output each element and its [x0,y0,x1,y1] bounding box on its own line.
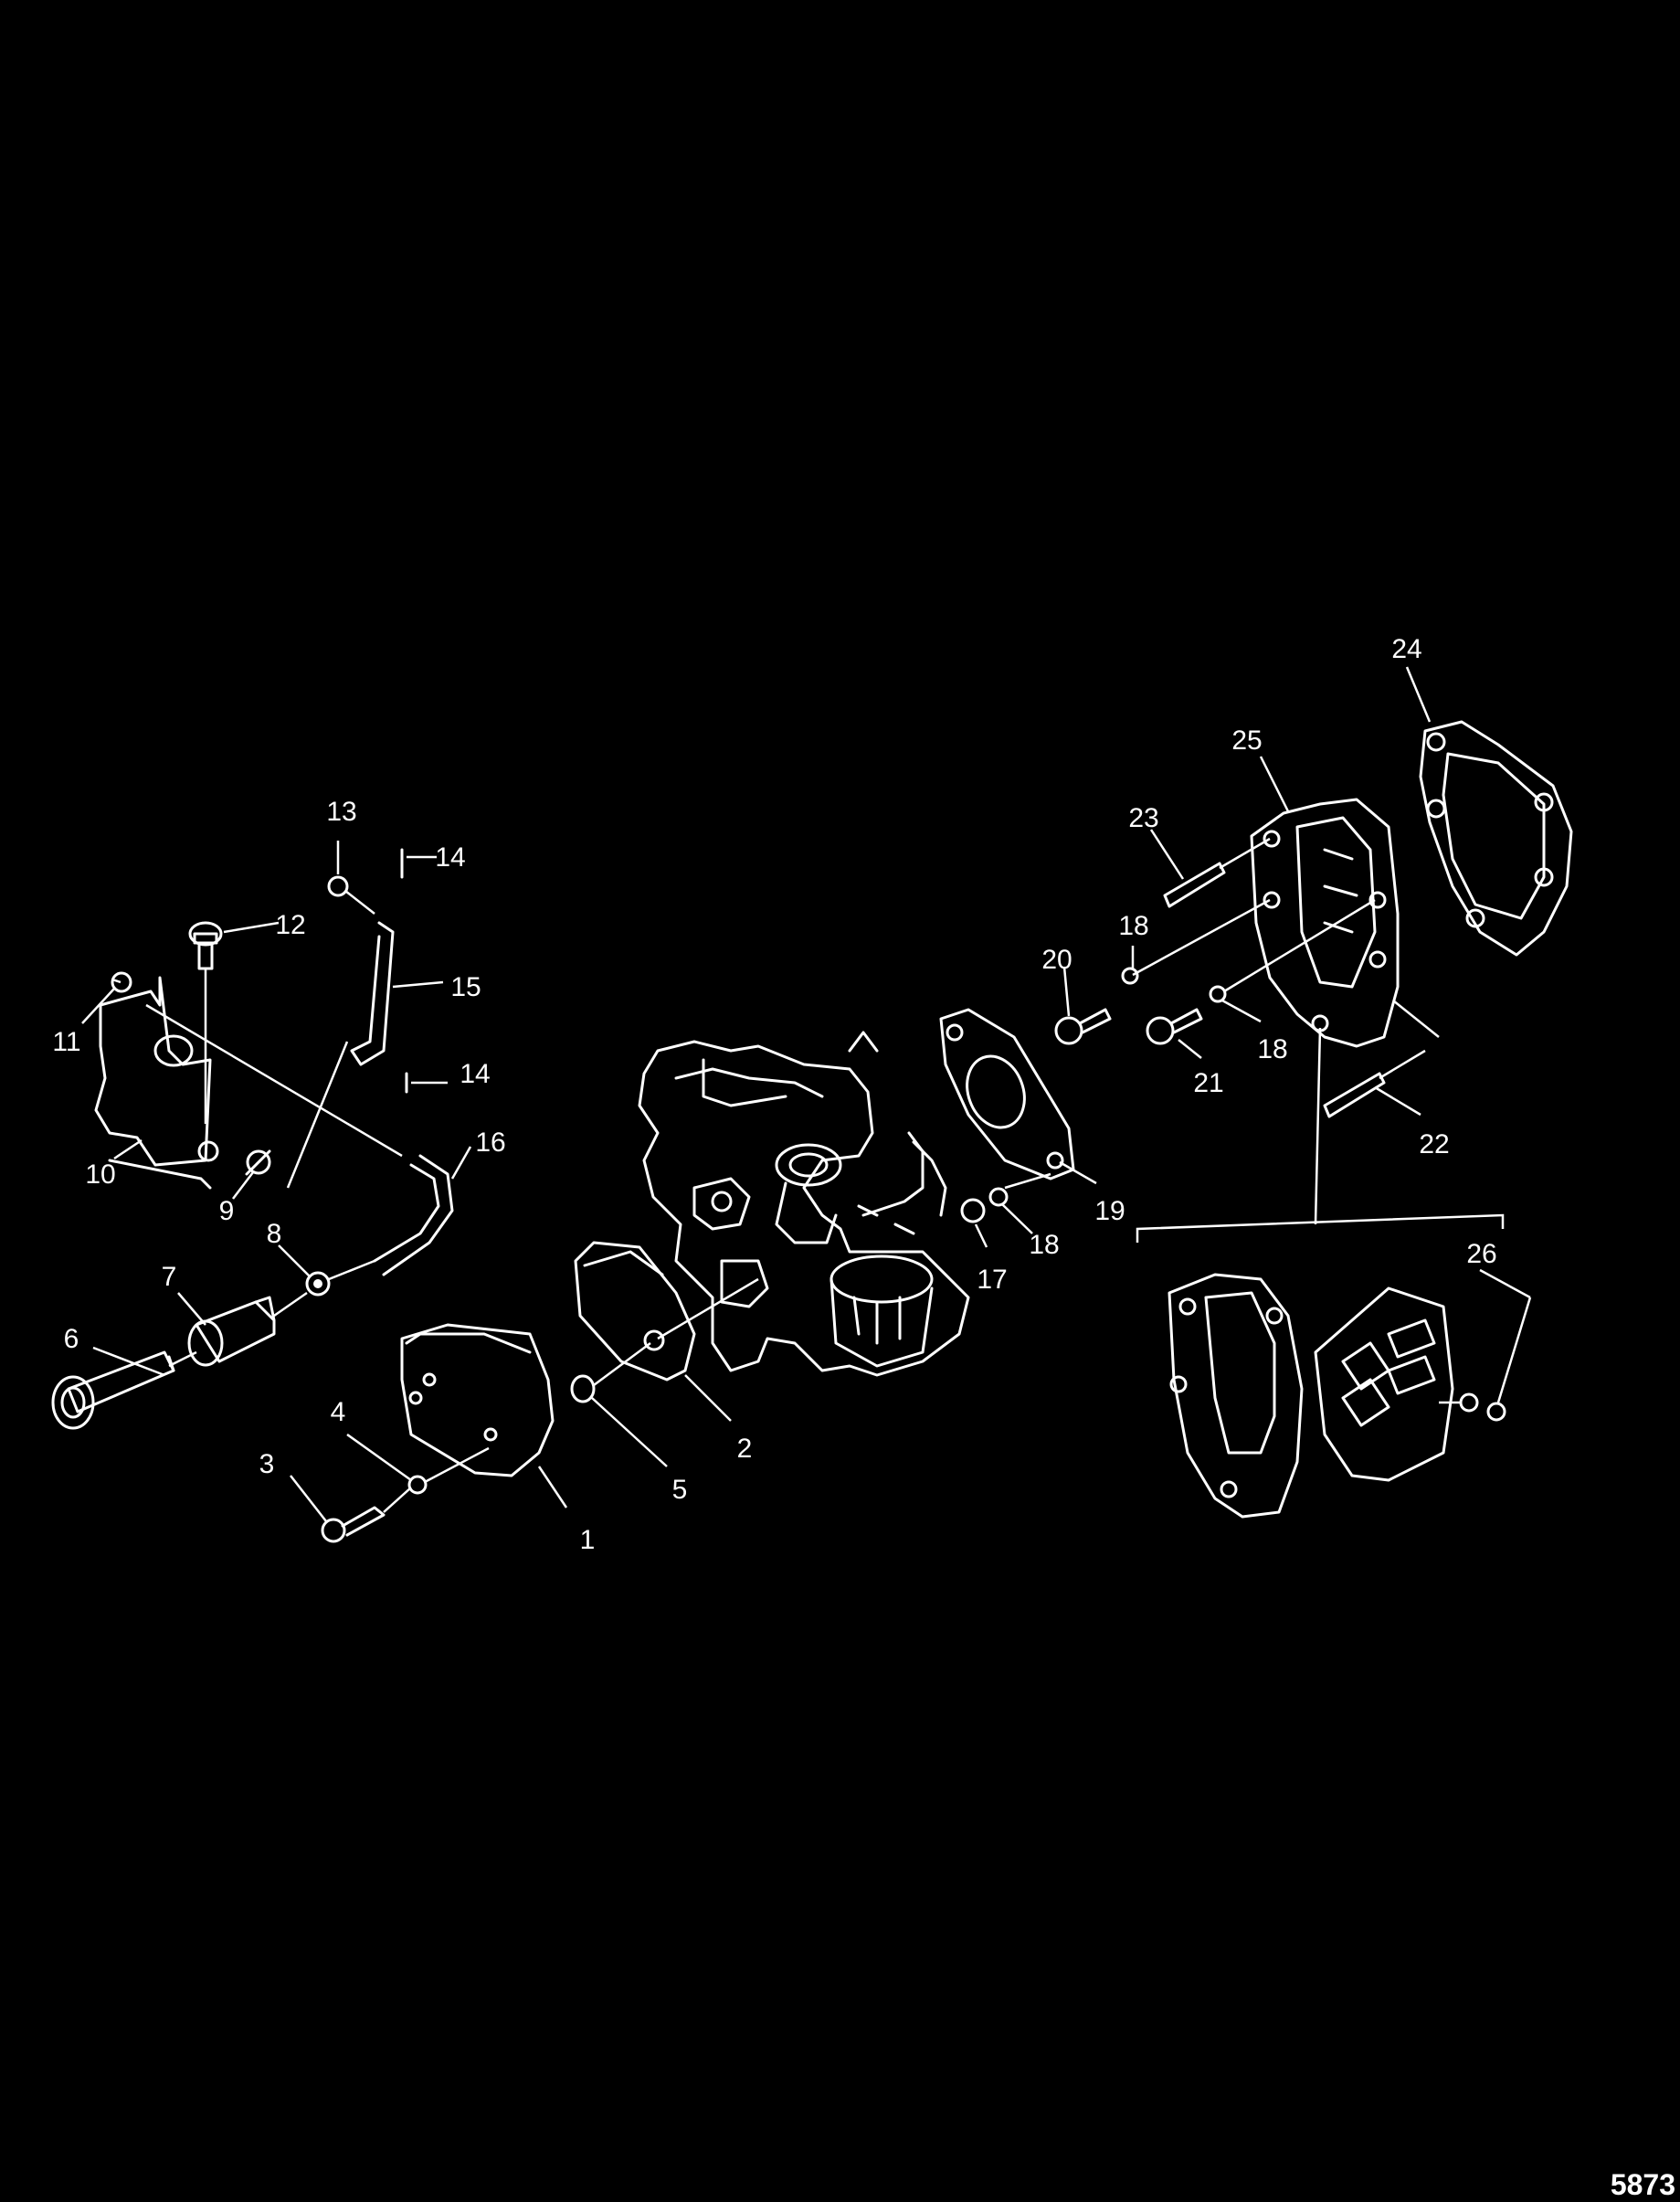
callout-25: 25 [1231,725,1262,756]
callout-13: 13 [326,797,356,827]
callout-21: 21 [1193,1068,1223,1098]
part-26-reed-assembly [1168,1273,1506,1519]
part-24-gasket [1419,720,1573,957]
callout-18-lower: 18 [1029,1230,1059,1260]
callout-14-upper: 14 [435,842,465,873]
part-7-fitting [187,1296,276,1367]
part-16-hose [373,1154,454,1276]
part-20-screw [1054,1008,1112,1045]
part-5-spacer [570,1374,596,1403]
group-26-bracket [1136,1213,1505,1243]
callout-19: 19 [1094,1196,1125,1226]
part-17-nut [960,1198,986,1223]
callout-1: 1 [580,1525,596,1555]
callout-2: 2 [737,1434,753,1464]
part-8-nut [305,1271,331,1297]
part-2-plate [574,1241,696,1382]
callout-8: 8 [267,1219,282,1249]
callout-20: 20 [1041,945,1072,975]
part-23-stud [1163,862,1226,908]
part-10-bracket [94,976,219,1190]
callout-6: 6 [64,1324,79,1354]
callout-18-upper-left: 18 [1118,911,1148,941]
callout-16: 16 [475,1127,505,1158]
callout-12: 12 [275,910,305,940]
part-25-reed-block [1250,798,1400,1048]
callout-labels: 1 2 3 4 5 6 7 8 9 10 11 12 13 14 15 14 1… [52,634,1496,1555]
carburetor-body [638,1031,970,1377]
part-9-screw [245,1149,271,1176]
part-4-washer [407,1475,428,1495]
callout-11: 11 [52,1027,80,1057]
part-1-cover [400,1323,555,1477]
part-22-stud [1323,1072,1386,1118]
callout-24: 24 [1391,634,1421,664]
part-3-screw [321,1506,386,1543]
figure-number: 5873 [1611,2168,1675,2201]
part-11-nut [111,971,132,993]
part-18-washer-upper-right [1209,985,1227,1003]
callout-10: 10 [85,1159,115,1190]
part-18-washer-upper-left [1121,967,1139,985]
callout-pointers [81,666,1532,1522]
callout-7: 7 [162,1262,177,1292]
callout-17: 17 [977,1265,1007,1295]
callout-5: 5 [672,1475,688,1505]
part-13-nut [327,875,349,897]
callout-18-upper-right: 18 [1257,1034,1287,1064]
part-15-hose [350,921,395,1066]
callout-4: 4 [331,1397,346,1427]
callout-15: 15 [450,972,481,1002]
callout-26: 26 [1466,1239,1496,1269]
callout-9: 9 [219,1196,235,1226]
callout-22: 22 [1419,1129,1449,1159]
part-19-gasket [939,1008,1075,1180]
part-6-fitting [51,1350,175,1430]
assembly-lines [111,837,1462,1513]
callout-3: 3 [259,1449,275,1479]
callout-14-lower: 14 [460,1059,490,1089]
part-18-washer-lower [988,1187,1009,1207]
part-12-screw [188,921,223,970]
callout-23: 23 [1128,803,1158,833]
part-21-screw [1146,1008,1203,1045]
